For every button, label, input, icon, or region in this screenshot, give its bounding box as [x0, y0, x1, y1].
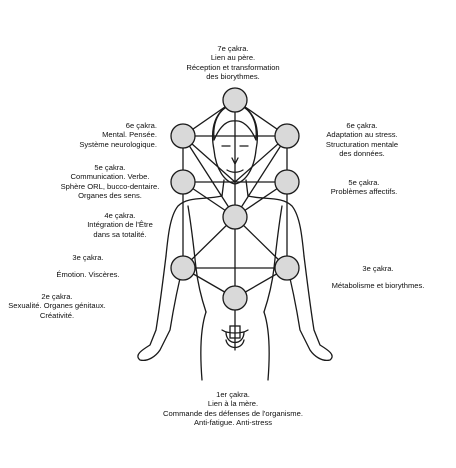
sephira-node [222, 204, 248, 230]
sephira-node [170, 123, 196, 149]
right-arm [285, 255, 333, 362]
sephira-node [274, 123, 300, 149]
sephira-node [170, 255, 196, 281]
hair [213, 103, 257, 141]
sephira-node [274, 255, 300, 281]
pubic-node [229, 325, 241, 339]
label-chakra-5-right: 5e çakra. Problèmes affectifs. [330, 178, 398, 197]
left-arm [137, 255, 185, 362]
sephira-node [274, 169, 300, 195]
label-chakra-2: 2e çakra. Sexualité. Organes génitaux. C… [8, 292, 106, 320]
sephira-node [222, 87, 248, 113]
label-chakra-6-left: 6e çakra. Mental. Pensée. Système neurol… [79, 121, 157, 149]
genitals [225, 331, 245, 344]
tree-lines [182, 99, 288, 351]
sephira-node [222, 285, 248, 311]
label-chakra-4: 4e çakra. Intégration de l'Être dans sa … [87, 211, 153, 239]
label-chakra-3-right: 3e çakra. Métabolisme et biorythmes. [331, 264, 425, 291]
label-chakra-3-left: 3e çakra. Émotion. Viscères. [56, 253, 120, 280]
label-chakra-1: 1er çakra. Lien à la mère. Commande des … [163, 390, 303, 428]
label-chakra-6-right: 6e çakra. Adaptation au stress. Structur… [325, 121, 399, 159]
label-chakra-5-left: 5e çakra. Communication. Verbe. Sphère O… [60, 163, 160, 201]
label-chakra-7: 7e çakra. Lien au père. Réception et tra… [186, 44, 280, 82]
sephira-node [170, 169, 196, 195]
